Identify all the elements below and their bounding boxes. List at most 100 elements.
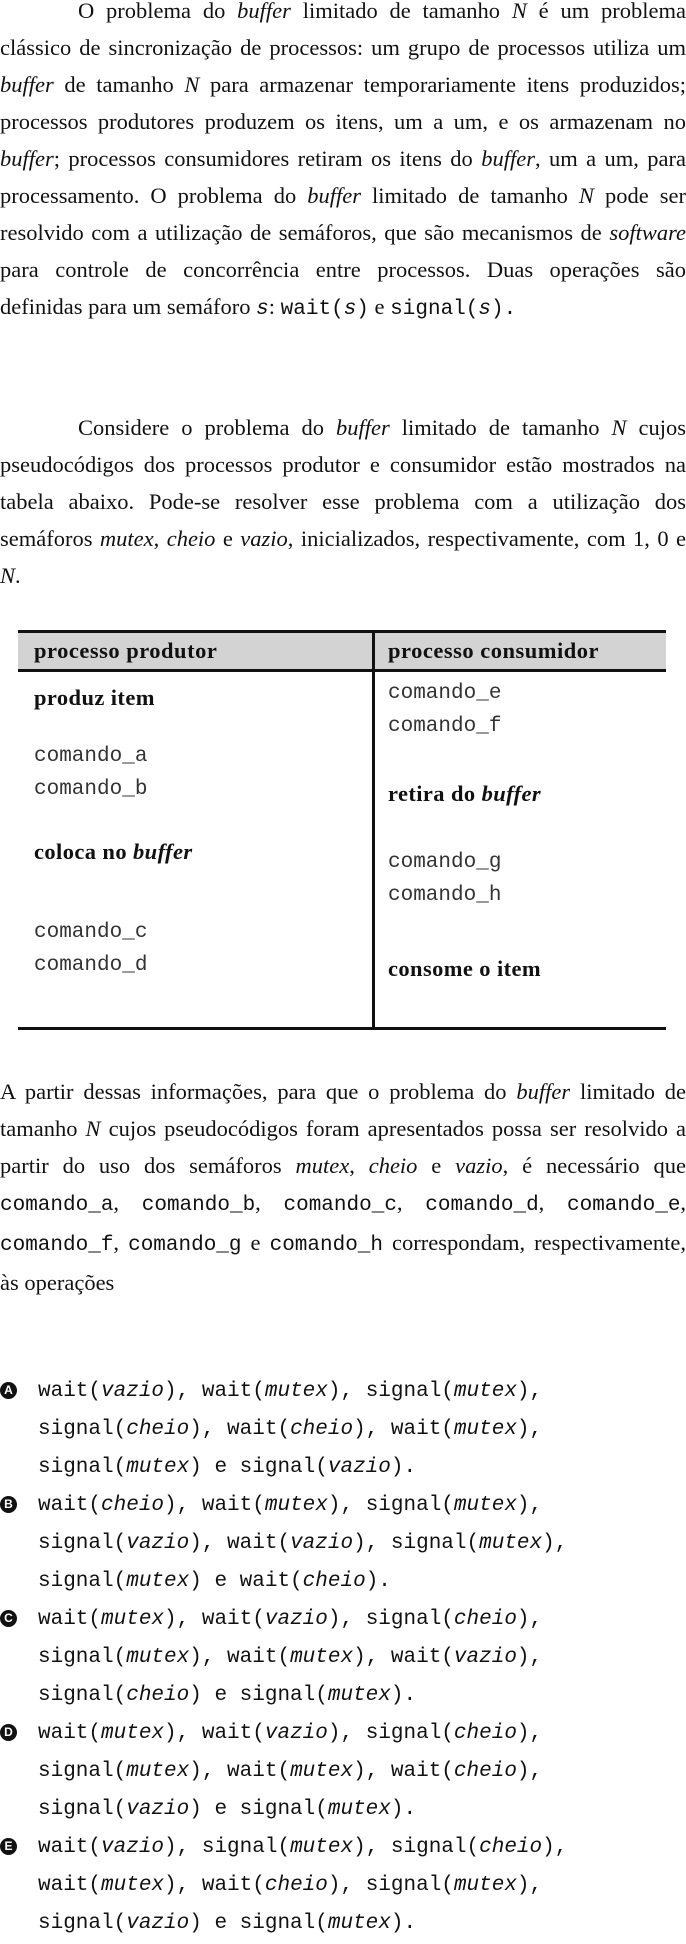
- text-italic: buffer: [481, 146, 535, 171]
- code: signal(: [390, 298, 479, 321]
- code: comando_a: [0, 1194, 114, 1217]
- text-italic: vazio: [240, 526, 288, 551]
- text: e: [215, 526, 241, 551]
- text-italic: mutex: [99, 526, 154, 551]
- text-italic: cheio: [166, 526, 216, 551]
- option-letter-badge: C: [0, 1610, 17, 1627]
- code: comando_b: [141, 1194, 256, 1217]
- option-a[interactable]: A wait(vazio), wait(mutex), signal(mutex…: [0, 1373, 686, 1488]
- text: .: [15, 563, 21, 588]
- text-italic: buffer: [307, 183, 361, 208]
- text: , é necessário que: [502, 1153, 686, 1178]
- option-line: signal(vazio) e signal(mutex).: [38, 1912, 417, 1935]
- code: comando_f: [0, 1234, 114, 1257]
- code-italic: s: [478, 298, 491, 321]
- text: para armazenar temporariamente itens pro…: [0, 72, 686, 134]
- intro-paragraph-1: O problema do buffer limitado de tamanho…: [0, 0, 686, 328]
- producer-comando-a: comando_a: [34, 745, 148, 768]
- option-line: signal(vazio) e signal(mutex).: [38, 1798, 417, 1821]
- producer-comando-d: comando_d: [34, 954, 148, 977]
- text-italic: N: [85, 1116, 101, 1141]
- text: de tamanho: [53, 72, 185, 97]
- text-italic: buffer: [0, 146, 54, 171]
- text: limitado de tamanho: [290, 0, 512, 23]
- code: comando_d: [425, 1194, 539, 1217]
- option-line: wait(mutex), wait(cheio), signal(mutex),: [38, 1874, 543, 1897]
- text: Considere o problema do: [78, 415, 336, 440]
- option-line: wait(vazio), signal(mutex), signal(cheio…: [38, 1836, 568, 1859]
- table-bottom-rule: [18, 1027, 666, 1030]
- option-line: signal(cheio) e signal(mutex).: [38, 1684, 417, 1707]
- text: ,: [113, 1230, 129, 1255]
- text-italic: N: [578, 183, 594, 208]
- option-line: signal(cheio), wait(cheio), wait(mutex),: [38, 1418, 543, 1441]
- text: ; processos consumidores retiram os iten…: [53, 146, 482, 171]
- text: correspondam, respectivamente, às operaç…: [0, 1230, 686, 1295]
- text-italic: software: [609, 220, 686, 245]
- option-line: wait(mutex), wait(vazio), signal(cheio),: [38, 1722, 543, 1745]
- text: O problema do: [78, 0, 238, 23]
- text: limitado de tamanho: [361, 183, 579, 208]
- option-letter-badge: A: [0, 1382, 17, 1399]
- text: limitado de tamanho: [0, 1079, 686, 1141]
- option-d[interactable]: D wait(mutex), wait(vazio), signal(cheio…: [0, 1715, 686, 1830]
- code: comando_e: [567, 1194, 681, 1217]
- text: pode ser resolvido com a utilização de s…: [0, 183, 686, 245]
- text-italic: buffer: [237, 0, 291, 23]
- consumer-comando-g: comando_g: [388, 851, 502, 874]
- option-b[interactable]: B wait(cheio), wait(mutex), signal(mutex…: [0, 1487, 686, 1602]
- header-consumer: processo consumidor: [388, 638, 599, 663]
- text-italic: cheio: [368, 1153, 418, 1178]
- intro-paragraph-2: Considere o problema do buffer limitado …: [0, 409, 686, 594]
- producer-comando-c: comando_c: [34, 921, 148, 944]
- text: ,: [538, 1190, 567, 1215]
- producer-coloca-no-buffer: coloca no buffer: [34, 835, 193, 868]
- text-italic: buffer: [0, 72, 54, 97]
- code: comando_c: [283, 1194, 397, 1217]
- option-letter-badge: B: [0, 1496, 17, 1513]
- text: ,: [153, 526, 167, 551]
- producer-produz-item: produz item: [34, 685, 155, 710]
- option-line: signal(mutex), wait(mutex), wait(vazio),: [38, 1646, 543, 1669]
- text-italic: N: [611, 415, 627, 440]
- consumer-consome-o-item: consome o item: [388, 956, 542, 981]
- text: e: [368, 294, 391, 319]
- option-e[interactable]: E wait(vazio), signal(mutex), signal(che…: [0, 1829, 686, 1944]
- text: retira do: [388, 781, 482, 806]
- option-letter-badge: D: [0, 1724, 17, 1741]
- header-producer: processo produtor: [34, 638, 218, 663]
- table-header: [18, 630, 666, 672]
- text: coloca no: [34, 839, 133, 864]
- text-italic: buffer: [335, 415, 390, 440]
- text: e: [417, 1153, 456, 1178]
- text: ,: [349, 1153, 369, 1178]
- option-line: wait(vazio), wait(mutex), signal(mutex),: [38, 1380, 543, 1403]
- consumer-retira-do-buffer: retira do buffer: [388, 777, 541, 810]
- consumer-comando-e: comando_e: [388, 682, 502, 705]
- code: ).: [490, 298, 517, 321]
- option-line: wait(mutex), wait(vazio), signal(cheio),: [38, 1608, 543, 1631]
- text: ,: [396, 1190, 426, 1215]
- text: ,: [680, 1190, 686, 1215]
- text: A partir dessas informações, para que o …: [0, 1079, 517, 1104]
- text: é um problema clássico de sincronização …: [0, 0, 686, 60]
- option-line: signal(mutex) e signal(vazio).: [38, 1456, 417, 1479]
- text-italic: N: [511, 0, 527, 23]
- option-c[interactable]: C wait(mutex), wait(vazio), signal(cheio…: [0, 1601, 686, 1716]
- producer-comando-b: comando_b: [34, 778, 148, 801]
- text: ,: [255, 1190, 284, 1215]
- option-line: signal(mutex) e wait(cheio).: [38, 1570, 391, 1593]
- text-italic: N: [184, 72, 200, 97]
- text-italic: mutex: [295, 1153, 350, 1178]
- text-italic: N: [0, 563, 16, 588]
- pseudocode-table: processo produtor processo consumidor pr…: [18, 630, 666, 1030]
- code-italic: s: [256, 298, 269, 321]
- option-line: signal(mutex), wait(mutex), wait(cheio),: [38, 1760, 543, 1783]
- text: cujos pseudocódigos foram apresentados p…: [0, 1116, 686, 1178]
- text-italic: buffer: [481, 781, 542, 806]
- code: ): [356, 298, 369, 321]
- consumer-comando-h: comando_h: [388, 884, 502, 907]
- code: comando_h: [269, 1234, 384, 1257]
- text: :: [268, 294, 281, 319]
- text: , um a um, para processamento. O problem…: [0, 146, 686, 208]
